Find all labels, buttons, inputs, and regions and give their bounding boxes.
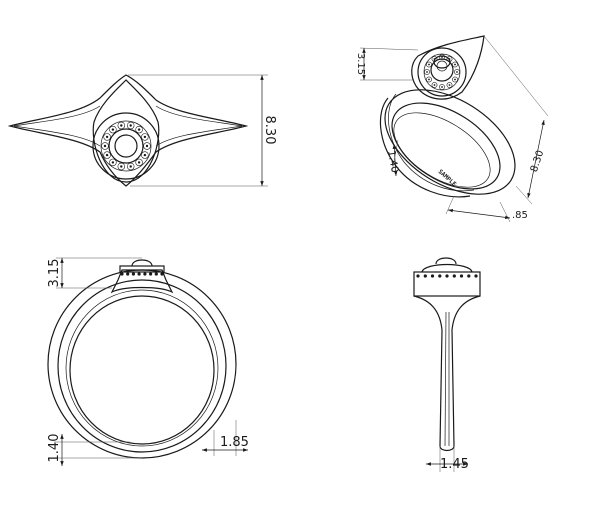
- pave-stone: [416, 274, 420, 278]
- pave-stone: [143, 272, 147, 276]
- pave-stone: [141, 151, 149, 159]
- pave-stone: [431, 82, 438, 88]
- front-pave-stones: [120, 272, 164, 276]
- pave-stone: [120, 272, 124, 276]
- engraving-text: SAMPLE: [437, 168, 458, 188]
- pave-stone: [143, 142, 151, 150]
- center-stone-seat: [108, 128, 144, 164]
- iso-dim-side: 8.30: [529, 149, 546, 174]
- pave-stones: [101, 121, 151, 171]
- pave-stone: [459, 274, 464, 278]
- isometric-view: SAMPLE 3.15 8.30 1.40 .85: [355, 35, 549, 223]
- pave-stone: [439, 84, 445, 90]
- pave-stone: [131, 272, 135, 276]
- front-head: [110, 269, 174, 294]
- iso-dim-bottom: .85: [512, 210, 528, 221]
- pave-stone: [117, 121, 126, 130]
- center-stone: [114, 134, 138, 158]
- front-view: 3.15 1.40 1.85: [47, 257, 249, 466]
- pave-stone: [160, 272, 164, 276]
- pave-stone: [426, 61, 432, 68]
- dim-label-height: 8.30: [262, 116, 277, 145]
- pave-stone: [445, 274, 449, 278]
- iso-head: [411, 35, 485, 100]
- pave-stone: [109, 125, 117, 134]
- side-pave-stones: [416, 274, 478, 278]
- pave-halo: [92, 112, 160, 180]
- pave-stone: [452, 76, 458, 83]
- side-view: 1.45: [413, 257, 481, 472]
- pave-stone: [135, 125, 143, 134]
- pave-stone: [452, 61, 458, 68]
- pave-stone: [452, 274, 456, 278]
- front-dim-top: 3.15: [47, 259, 62, 288]
- pave-stone: [103, 151, 111, 159]
- side-shank: [413, 295, 481, 452]
- pave-stone: [141, 133, 149, 141]
- pave-stone: [126, 121, 135, 130]
- pave-stone: [149, 272, 153, 276]
- iso-dim-band: 1.40: [385, 150, 400, 174]
- pave-stone: [126, 272, 130, 276]
- front-dim-bottom-right: 1.85: [220, 435, 249, 450]
- teardrop-bezel: [92, 79, 160, 183]
- pave-stone: [426, 76, 432, 83]
- pave-stone: [137, 272, 141, 276]
- top-view: 8.30: [7, 74, 277, 187]
- pave-stone: [117, 162, 126, 171]
- side-head: [413, 271, 481, 297]
- pave-stone: [126, 162, 135, 171]
- pave-stone: [154, 272, 158, 276]
- pave-stone: [446, 82, 453, 88]
- pave-stone: [467, 274, 471, 278]
- pave-stone: [439, 54, 445, 60]
- pave-stone: [438, 274, 442, 278]
- pave-stone: [424, 69, 430, 75]
- front-dim-bottom-left: 1.40: [47, 434, 62, 463]
- pave-stone: [474, 274, 478, 278]
- pave-stone: [109, 158, 117, 167]
- pave-stone: [135, 158, 143, 167]
- pave-stone: [103, 133, 111, 141]
- pave-stone: [423, 274, 427, 278]
- pave-stone: [430, 274, 435, 278]
- side-dim-bottom: 1.45: [440, 457, 469, 472]
- iso-pave-stones: [424, 54, 460, 90]
- iso-dim-top: 3.15: [355, 53, 366, 75]
- pave-stone: [454, 69, 460, 75]
